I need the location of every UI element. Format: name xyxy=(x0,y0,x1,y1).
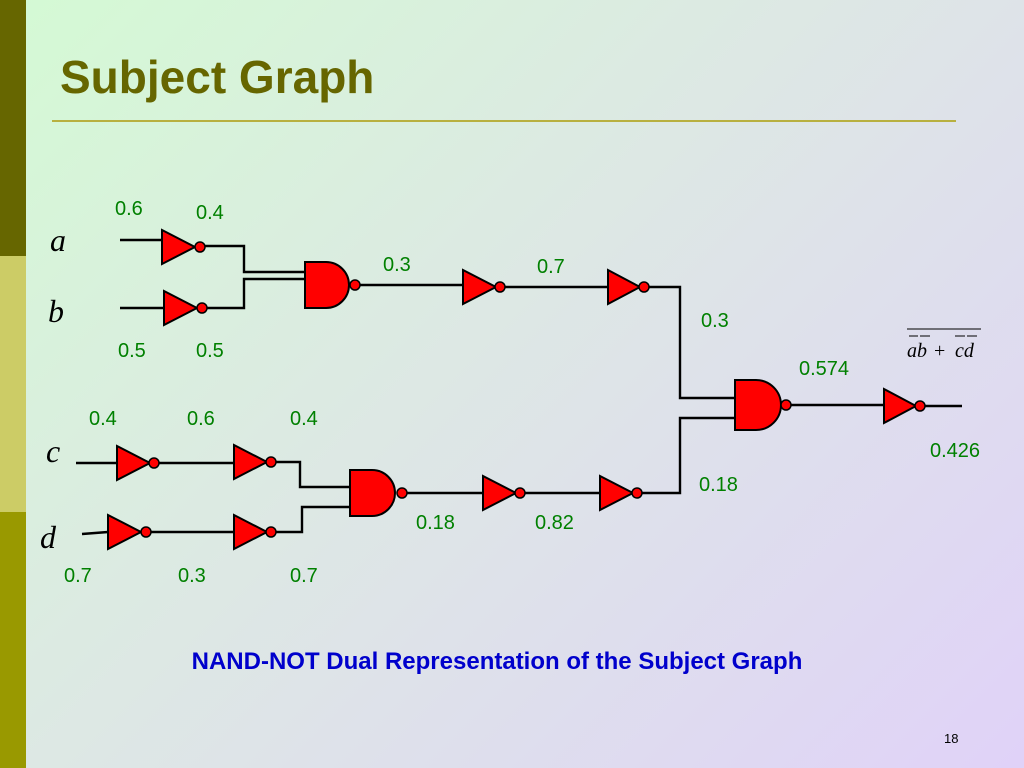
prob-b-out: 0.5 xyxy=(196,340,224,362)
wire-b-nand xyxy=(206,277,305,310)
diagram-caption: NAND-NOT Dual Representation of the Subj… xyxy=(191,648,803,675)
nand-gate-final xyxy=(734,379,792,431)
wire-a-nand xyxy=(204,244,305,274)
inverter-cd-2 xyxy=(599,474,643,512)
input-label-d: d xyxy=(40,519,57,555)
wire-d-in xyxy=(81,530,109,536)
side-bar-bottom xyxy=(0,512,26,768)
wire-c-nand xyxy=(275,460,350,489)
wire-ab-final xyxy=(648,285,735,400)
prob-b-in: 0.5 xyxy=(118,340,146,362)
slide-title: Subject Graph xyxy=(60,51,375,103)
wire-cd-final xyxy=(641,416,735,495)
nand-gate-ab xyxy=(304,261,361,309)
prob-c-inv2: 0.4 xyxy=(290,408,318,430)
prob-d-inv2: 0.7 xyxy=(290,565,318,587)
prob-d-in: 0.7 xyxy=(64,565,92,587)
inverter-output xyxy=(883,387,926,425)
inverter-d-2 xyxy=(233,513,277,551)
prob-c-in: 0.4 xyxy=(89,408,117,430)
wire-d-nand xyxy=(275,505,350,534)
prob-inv-ab1: 0.7 xyxy=(537,256,565,278)
prob-a-out: 0.4 xyxy=(196,202,224,224)
nand-gate-cd xyxy=(349,469,408,517)
prob-c-inv1: 0.6 xyxy=(187,408,215,430)
title-underline xyxy=(52,120,956,122)
input-label-c: c xyxy=(46,433,60,469)
prob-inv-ab2: 0.3 xyxy=(701,310,729,332)
prob-output: 0.426 xyxy=(930,440,980,462)
expression-cd: cd xyxy=(955,340,975,362)
inverter-cd-1 xyxy=(482,474,526,512)
inverter-ab-1 xyxy=(462,268,506,306)
input-label-a: a xyxy=(50,222,66,258)
side-bar-top xyxy=(0,0,26,256)
inverter-ab-2 xyxy=(607,268,650,306)
prob-inv-cd1: 0.82 xyxy=(535,512,574,534)
expression-plus: + xyxy=(934,340,945,362)
expression-ab: ab xyxy=(907,340,927,362)
output-expression: ab + cd xyxy=(907,328,981,362)
inverter-b xyxy=(163,289,208,327)
wires xyxy=(76,238,962,536)
prob-nand-ab: 0.3 xyxy=(383,254,411,276)
prob-a-in: 0.6 xyxy=(115,198,143,220)
inverter-d-1 xyxy=(107,513,152,551)
prob-nand-final: 0.574 xyxy=(799,358,849,380)
prob-inv-cd2: 0.18 xyxy=(699,474,738,496)
page-number: 18 xyxy=(944,731,959,746)
side-bar-middle xyxy=(0,256,26,512)
input-label-b: b xyxy=(48,293,64,329)
probability-labels: 0.6 0.4 0.5 0.5 0.3 0.7 0.3 0.4 0.6 0.4 … xyxy=(64,198,980,587)
prob-nand-cd: 0.18 xyxy=(416,512,455,534)
inverter-c-2 xyxy=(233,443,277,481)
inverter-a xyxy=(161,228,206,266)
inverter-c-1 xyxy=(116,444,160,482)
prob-d-inv1: 0.3 xyxy=(178,565,206,587)
